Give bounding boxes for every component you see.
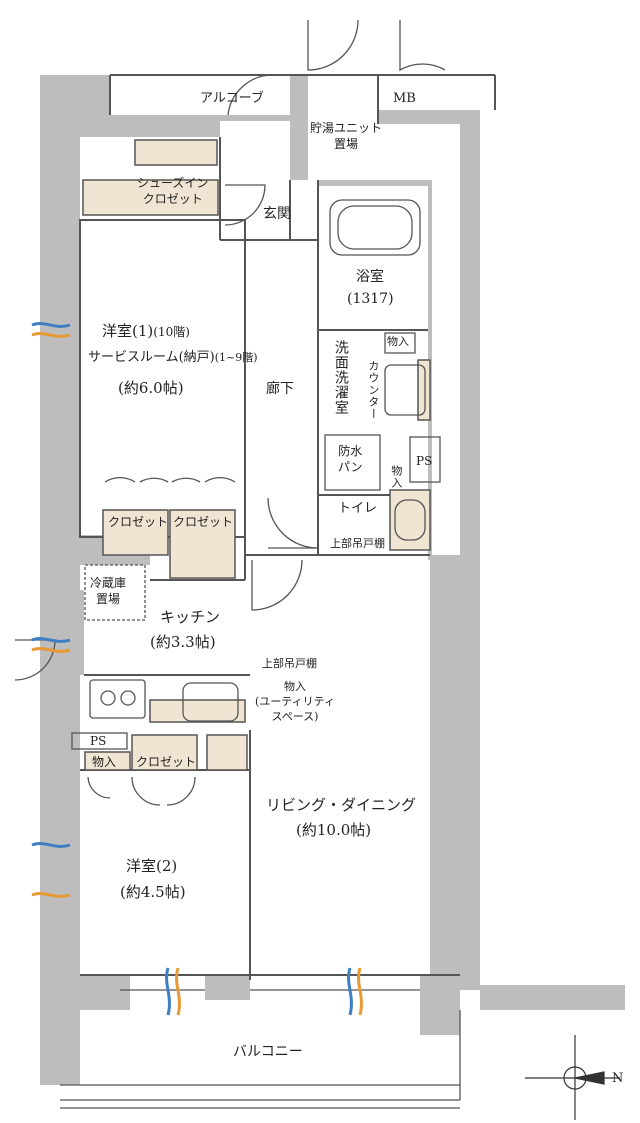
label-upper-cabinet-toilet: 上部吊戸棚 [330,537,385,550]
label-closet-b: クロゼット [173,515,234,529]
walls [40,75,625,1085]
label-service-room: サービスルーム(納戸)(1~9階) [88,345,258,367]
service-room-name: サービスルーム(納戸) [88,350,215,365]
label-western2: 洋室(2) [126,857,178,875]
label-mb: MB [393,91,416,106]
label-upper-cabinet-kitchen: 上部吊戸棚 [262,657,317,670]
compass-north-label: N [612,1071,624,1086]
storage-box-a [384,332,416,354]
compass-icon [525,1035,620,1120]
washbasin [384,364,426,416]
label-balcony: バルコニー [233,1044,303,1060]
label-western2-size: (約4.5帖) [120,883,186,901]
label-entrance: 玄関 [263,206,291,222]
label-ps-left: PS [90,734,107,748]
airflow-marks [31,322,363,1016]
label-kitchen-size: (約3.3帖) [150,633,216,651]
label-shoes-closet: シューズイン クロゼット [137,176,209,207]
stove [89,679,146,719]
label-storage-b: 物入 [389,465,403,489]
label-toilet: トイレ [338,501,378,516]
western1-note2: (1~9階) [214,351,258,364]
fridge-space [84,564,146,621]
toilet-bowl [394,499,426,541]
label-utility-storage: 物入 (ユーティリティ スペース) [255,680,335,723]
label-fridge: 冷蔵庫 置場 [90,576,127,607]
label-ps-right: PS [416,454,433,468]
western1-note1: (10階) [153,325,190,339]
kitchen-sink [182,682,239,722]
balcony-rail [60,989,461,1109]
label-living-size: (約10.0帖) [296,821,372,839]
western1-name: 洋室(1) [102,322,154,340]
ps-box-left [71,732,128,750]
label-counter: カウンター [366,360,380,420]
label-closet-a: クロゼット [108,515,169,529]
label-water-heater: 貯湯ユニット 置場 [310,121,383,152]
label-western1-size: (約6.0帖) [118,379,184,397]
ps-box-right [409,436,441,483]
storage-areas [82,139,431,771]
label-bath: 浴室 [356,269,384,285]
label-alcove: アルコーブ [200,91,264,106]
label-storage-a: 物入 [387,335,409,348]
label-corridor: 廊下 [266,381,294,397]
label-kitchen: キッチン [160,608,221,626]
label-western1: 洋室(1)(10階) [102,320,190,342]
waterproof-pan [324,434,381,491]
bathtub [329,199,421,256]
label-closet-c: クロゼット [136,755,197,769]
label-living: リビング・ダイニング [266,796,417,814]
fixtures [71,199,441,750]
label-waterproof-pan: 防水 パン [338,444,363,475]
doors [14,19,446,806]
label-washroom: 洗面洗濯室 [332,340,349,415]
label-bath-size: (1317) [347,291,394,307]
label-storage-c: 物入 [92,755,117,769]
